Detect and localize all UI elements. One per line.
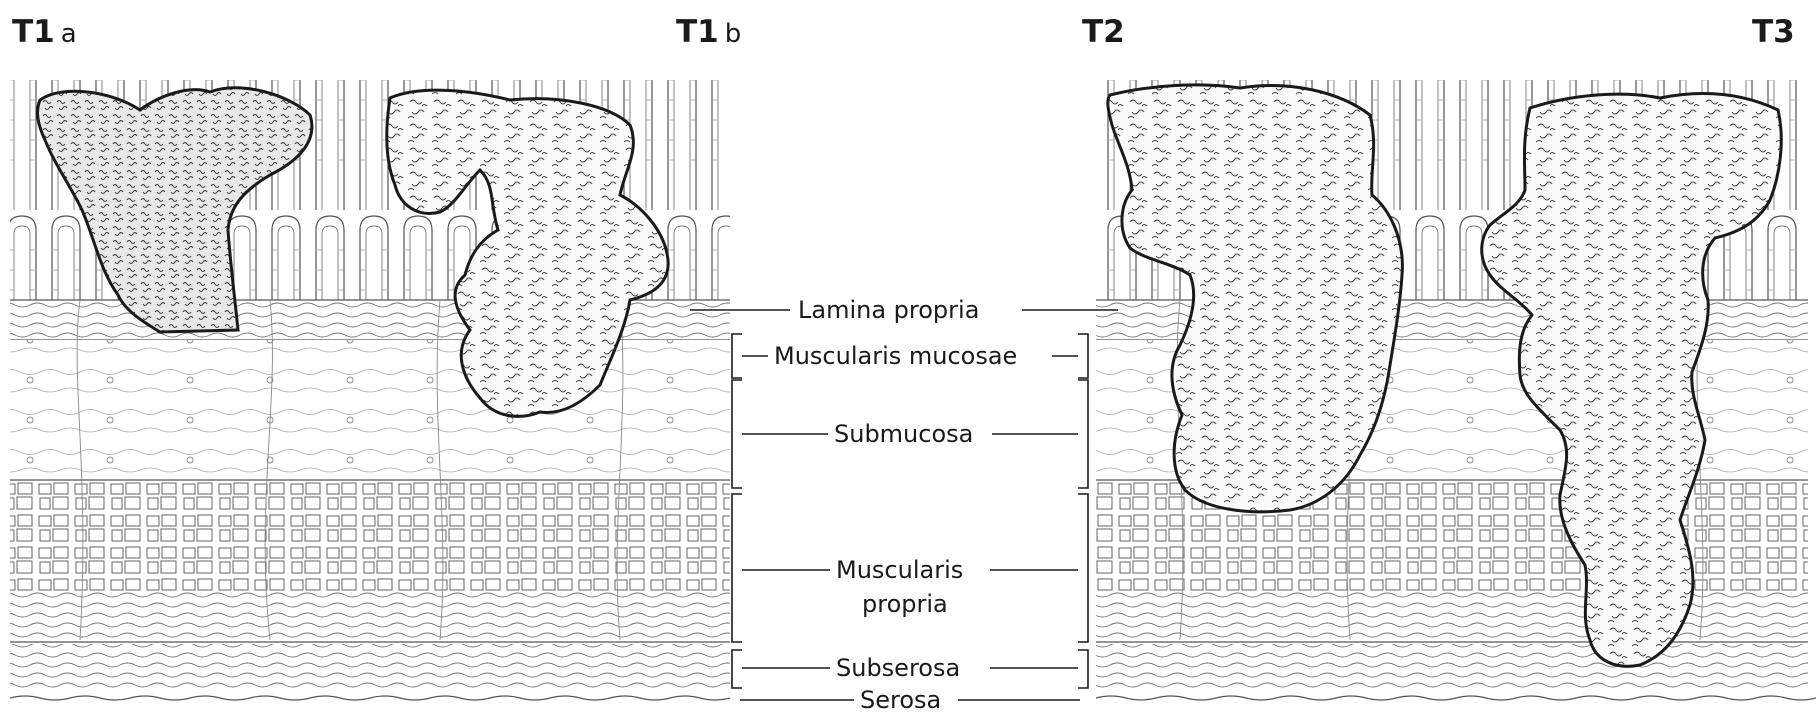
muscularis-propria-fibers-left <box>10 592 730 642</box>
brace-muscularis-mucosae-left <box>732 334 742 378</box>
brace-subserosa-left <box>732 650 742 688</box>
serosa-left <box>10 696 730 700</box>
muscularis-propria-cells-left <box>10 482 730 592</box>
subserosa-right <box>1096 644 1808 690</box>
stage-t2-label: T2 <box>1082 14 1125 50</box>
brace-muscularis-mucosae-right <box>1078 334 1088 378</box>
layer-labels: Lamina propria Muscularis mucosae Submuc… <box>690 296 1118 714</box>
brace-subserosa-right <box>1078 650 1088 688</box>
label-muscularis-propria-1: Muscularis <box>836 556 963 584</box>
brace-submucosa-right <box>1078 380 1088 488</box>
subserosa-left <box>10 644 730 690</box>
label-subserosa: Subserosa <box>836 654 960 682</box>
label-muscularis-mucosae: Muscularis mucosae <box>774 342 1017 370</box>
brace-submucosa-left <box>732 380 742 488</box>
brace-muscularis-propria-left <box>732 494 742 642</box>
label-muscularis-propria-2: propria <box>862 590 948 618</box>
stage-t3-label: T3 <box>1752 14 1795 50</box>
serosa-right <box>1096 696 1816 700</box>
label-lamina-propria: Lamina propria <box>798 296 979 324</box>
label-submucosa: Submucosa <box>834 420 973 448</box>
brace-muscularis-propria-right <box>1078 494 1088 642</box>
label-serosa: Serosa <box>860 686 941 714</box>
